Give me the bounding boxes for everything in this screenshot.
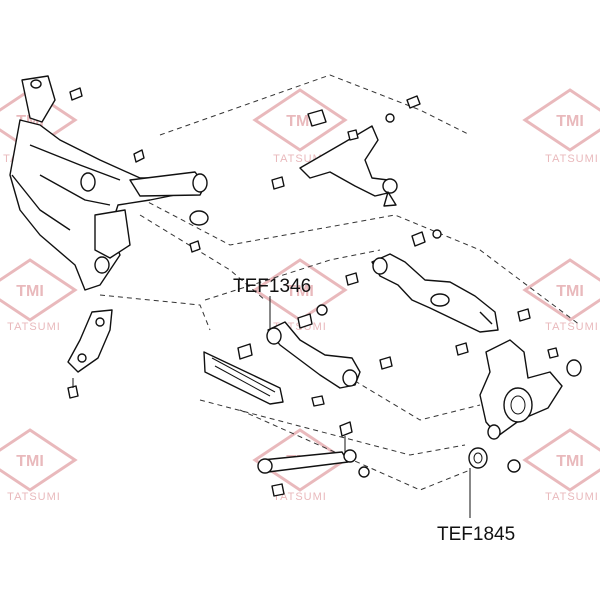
svg-text:TATSUMI: TATSUMI bbox=[545, 491, 599, 503]
svg-text:TMI: TMI bbox=[16, 453, 44, 470]
svg-text:TATSUMI: TATSUMI bbox=[273, 491, 327, 503]
callout-tef1845: TEF1845 bbox=[437, 468, 515, 545]
rear-subframe bbox=[9, 75, 209, 291]
callout-label: TEF1346 bbox=[233, 276, 311, 297]
callout-label: TEF1845 bbox=[437, 524, 515, 545]
svg-text:TMI: TMI bbox=[286, 283, 314, 300]
svg-text:TMI: TMI bbox=[556, 283, 584, 300]
svg-text:TMI: TMI bbox=[286, 113, 314, 130]
watermark-logo: TMI TATSUMI bbox=[522, 428, 600, 503]
lower-bracket bbox=[67, 309, 113, 399]
svg-text:TATSUMI: TATSUMI bbox=[545, 321, 599, 333]
svg-text:TMI: TMI bbox=[556, 113, 584, 130]
watermark-logo: TMI TATSUMI bbox=[522, 258, 600, 333]
svg-text:TATSUMI: TATSUMI bbox=[7, 491, 61, 503]
lateral-link bbox=[257, 421, 370, 497]
watermark-logo: TMI TATSUMI bbox=[522, 88, 600, 165]
svg-text:TATSUMI: TATSUMI bbox=[7, 321, 61, 333]
svg-text:TMI: TMI bbox=[556, 453, 584, 470]
lower-control-arm bbox=[345, 229, 531, 356]
svg-text:TATSUMI: TATSUMI bbox=[545, 153, 599, 165]
svg-text:TMI: TMI bbox=[16, 283, 44, 300]
knuckle bbox=[468, 339, 582, 473]
toe-control-arm bbox=[203, 304, 393, 407]
watermark-logo: TMI TATSUMI bbox=[0, 428, 78, 503]
upper-control-arm bbox=[271, 95, 421, 207]
watermark-logo: TMI TATSUMI bbox=[0, 258, 78, 333]
callout-tef1346: TEF1346 bbox=[233, 276, 311, 330]
